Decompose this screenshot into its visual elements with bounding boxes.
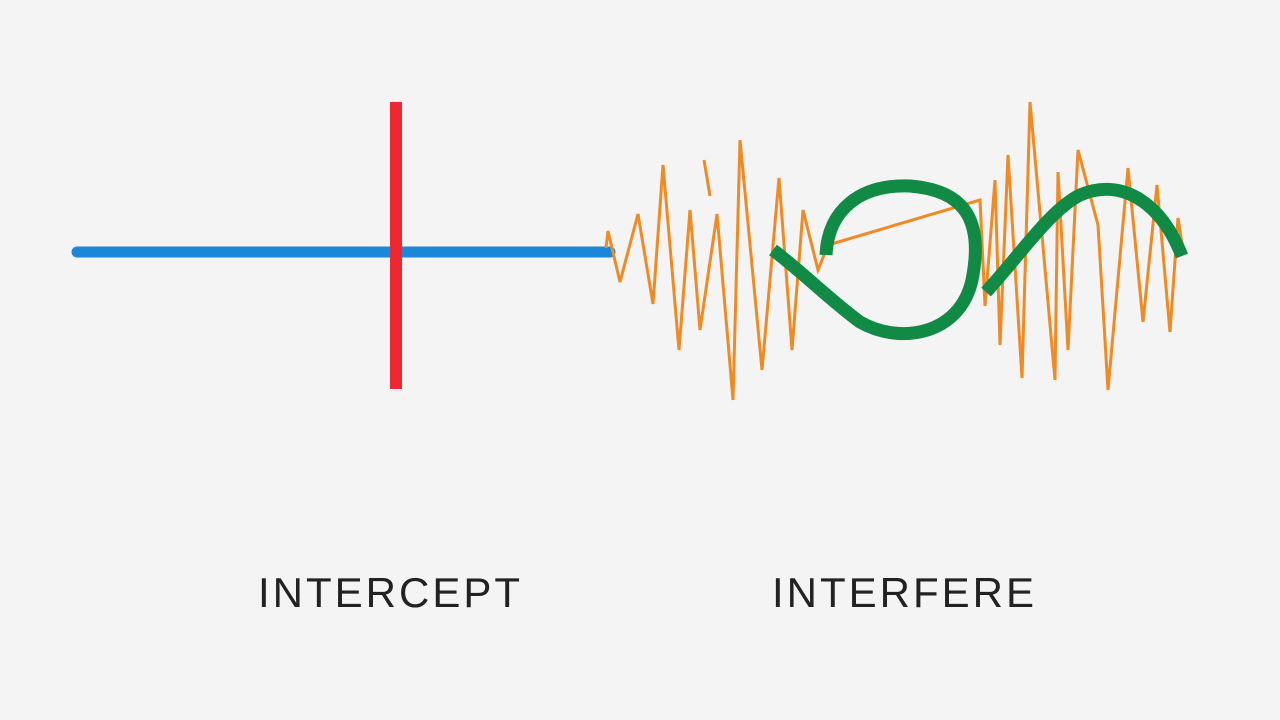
green-wave-curve: [981, 182, 1189, 297]
interfere-figure: [604, 101, 1189, 401]
orange-noise-fragment: [702, 159, 712, 197]
intercept-figure: [71, 102, 616, 389]
interfere-label: INTERFERE: [772, 569, 1038, 616]
green-loop-curve: [769, 179, 982, 341]
orange-noise-wave: [604, 101, 1185, 401]
intercept-label: INTERCEPT: [258, 569, 524, 616]
